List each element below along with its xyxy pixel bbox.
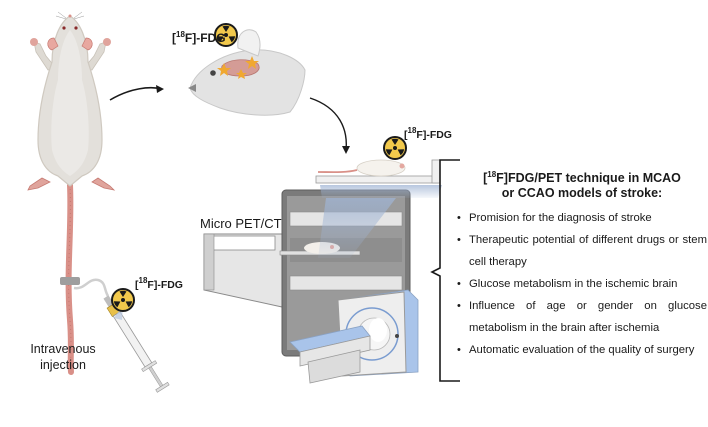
radiation-icon bbox=[111, 288, 135, 312]
arrow-icon bbox=[109, 86, 163, 101]
panel-title-line2: or CCAO models of stroke: bbox=[501, 186, 663, 200]
list-item: Therapeutic potential of different drugs… bbox=[457, 229, 707, 273]
pet-ct-scanner-icon bbox=[203, 159, 442, 384]
list-item: Glucose metabolism in the ischemic brain bbox=[457, 273, 707, 295]
injection-label: Intravenous injection bbox=[18, 341, 108, 373]
tracer-label-syringe: [18F]-FDG bbox=[135, 276, 183, 291]
tracer-label-head: [18F]-FDG bbox=[172, 30, 226, 45]
rat-head-icon bbox=[188, 29, 306, 116]
list-item: Promision for the diagnosis of stroke bbox=[457, 207, 707, 229]
list-item: Influence of age or gender on glucose me… bbox=[457, 295, 707, 339]
application-list: Promision for the diagnosis of stroke Th… bbox=[457, 207, 707, 361]
injection-label-line2: injection bbox=[40, 358, 86, 372]
technique-panel: [18F]FDG/PET technique in MCAO or CCAO m… bbox=[457, 167, 707, 361]
radiation-icon bbox=[383, 136, 407, 160]
rat-top-view-icon bbox=[27, 11, 116, 375]
syringe-icon bbox=[103, 295, 170, 393]
list-item: Automatic evaluation of the quality of s… bbox=[457, 339, 707, 361]
tracer-label-scanner: [18F]-FDG bbox=[404, 126, 452, 141]
brace-icon bbox=[430, 159, 460, 382]
panel-title: [18F]FDG/PET technique in MCAO or CCAO m… bbox=[457, 167, 707, 201]
injection-label-line1: Intravenous bbox=[30, 342, 96, 356]
arrow-icon bbox=[309, 97, 347, 151]
scanner-label: Micro PET/CT bbox=[200, 216, 282, 231]
panel-title-line1: [18F]FDG/PET technique in MCAO bbox=[483, 170, 681, 185]
